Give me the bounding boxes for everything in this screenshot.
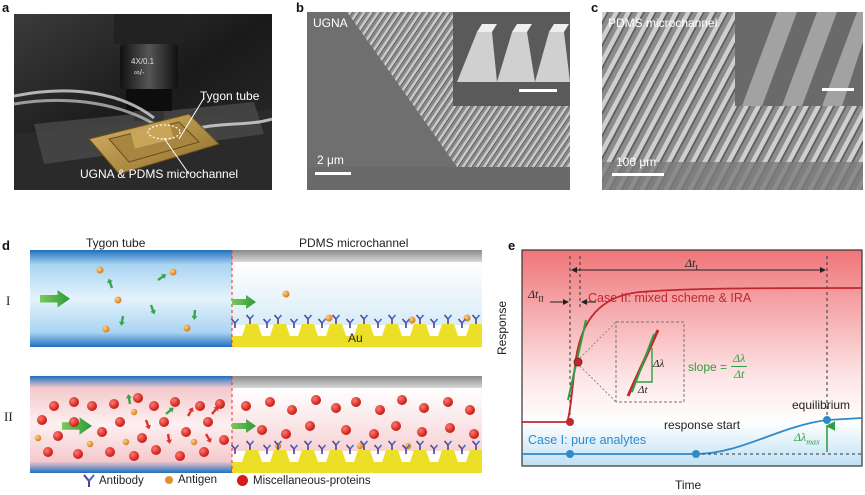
case-i-label: Case I: pure analytes	[528, 433, 647, 447]
legend-antibody-label: Antibody	[99, 475, 144, 487]
legend-misc-label: Miscellaneous-proteins	[253, 474, 371, 487]
inset-dlambda: Δλ	[653, 358, 665, 370]
panel-b-sem: UGNA 2 μm	[307, 12, 570, 190]
panel-b-label: b	[296, 0, 304, 15]
slope-formula: slope = Δλ Δt	[688, 351, 748, 381]
tygon-tube-header: Tygon tube	[86, 236, 146, 250]
misc-protein-icon	[237, 475, 248, 486]
panel-d-label: d	[2, 238, 10, 253]
inset-dt: Δt	[638, 384, 648, 396]
legend-antigen-label: Antigen	[178, 474, 218, 486]
objective-text-2: ∞/-	[134, 68, 145, 77]
panel-c-scale-text: 100 μm	[616, 155, 657, 169]
panel-b-scale-text: 2 μm	[317, 153, 344, 167]
panel-a-label: a	[2, 0, 10, 15]
panel-b-title: UGNA	[313, 16, 348, 30]
time-axis-label: Time	[675, 478, 702, 492]
dt-ii-label: ΔtII	[528, 287, 544, 304]
panel-c-scalebar	[612, 173, 664, 176]
panel-d-diagram	[30, 250, 482, 473]
panel-c-label: c	[591, 0, 599, 15]
dlambda-max-label: Δλmax	[794, 430, 820, 447]
legend-antigen: Antigen	[164, 474, 217, 486]
panel-b-scalebar	[315, 172, 351, 175]
au-label: Au	[348, 331, 363, 345]
panel-c-inset-scalebar	[822, 88, 854, 91]
antibody-icon	[83, 474, 95, 487]
legend-antibody: Antibody	[82, 474, 144, 488]
panel-e-label: e	[508, 238, 516, 253]
row-1-label: I	[6, 293, 11, 308]
equilibrium-label: equilibrium	[792, 398, 851, 412]
legend-misc: Miscellaneous-proteins	[236, 474, 371, 487]
dt-i-label: ΔtI	[685, 256, 699, 273]
response-axis-label: Response	[495, 300, 509, 355]
response-start-label: response start	[664, 418, 741, 432]
panel-e-plot	[521, 249, 863, 467]
case-ii-label: Case II: mixed scheme & IRA	[588, 291, 752, 305]
objective-text-1: 4X/0.1	[131, 57, 155, 66]
row-2-label: II	[4, 409, 13, 424]
tygon-tube-label: Tygon tube	[200, 89, 260, 103]
chip-label: UGNA & PDMS microchannel	[80, 167, 239, 181]
panel-a-photo: 4X/0.1 ∞/- Tygon tube UGNA & PDMS microc…	[14, 14, 272, 190]
pdms-header: PDMS microchannel	[299, 236, 409, 250]
antigen-icon	[165, 476, 173, 484]
panel-c-sem: PDMS microchannel 100 μm	[602, 12, 863, 190]
panel-c-title: PDMS microchannel	[608, 16, 718, 30]
panel-b-inset-scalebar	[519, 89, 557, 92]
